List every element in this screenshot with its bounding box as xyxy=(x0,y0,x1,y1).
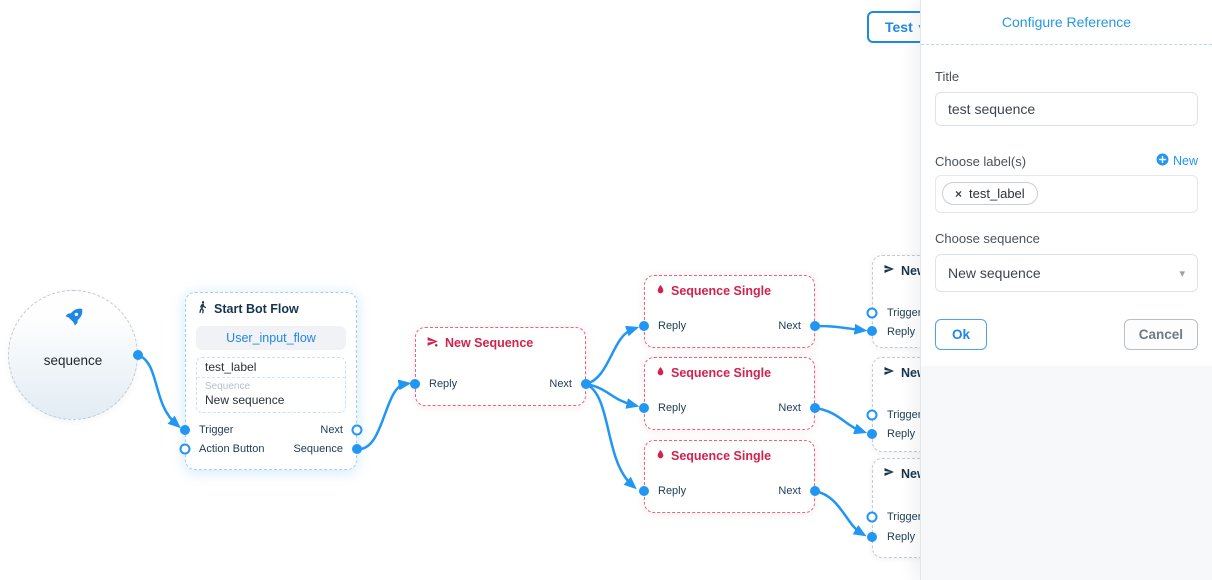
label-tag-text: test_label xyxy=(969,186,1025,201)
paper-plane-icon xyxy=(883,365,896,380)
node-title: New Sequence xyxy=(445,336,534,350)
port-trigger-label: Trigger xyxy=(887,307,922,319)
test-button-label: Test xyxy=(885,19,913,35)
labels-multiselect[interactable]: × test_label xyxy=(935,175,1198,213)
port-reply-label: Reply xyxy=(887,428,916,440)
edge-single2-to-right2 xyxy=(814,406,868,435)
sequence-select-value: New sequence xyxy=(948,265,1041,281)
cancel-button[interactable]: Cancel xyxy=(1123,319,1198,350)
droplet-icon xyxy=(655,283,666,299)
label-value: test_label xyxy=(197,358,345,378)
panel-title: Configure Reference xyxy=(921,0,1212,45)
title-input[interactable] xyxy=(935,92,1198,126)
new-link-label: New xyxy=(1172,154,1198,168)
port-reply-label: Reply xyxy=(887,326,916,338)
panel-background xyxy=(921,366,1212,580)
ok-button[interactable]: Ok xyxy=(935,319,988,350)
node-title: Start Bot Flow xyxy=(214,301,299,316)
port-trigger-label: Trigger xyxy=(199,424,234,436)
port-next-label: Next xyxy=(549,378,572,390)
port-trigger-label: Trigger xyxy=(887,511,922,523)
node-sequence-trigger[interactable]: sequence xyxy=(8,290,138,420)
flow-chip[interactable]: User_input_flow xyxy=(196,326,346,350)
port-next-label: Next xyxy=(778,402,801,414)
caret-down-icon: ▾ xyxy=(1179,267,1185,280)
sequence-field-label: Choose sequence xyxy=(935,231,1040,246)
droplet-icon xyxy=(655,365,666,381)
port-reply-label: Reply xyxy=(658,485,687,497)
node-start-bot-flow[interactable]: Start Bot Flow User_input_flow test_labe… xyxy=(185,292,357,470)
port-reply-label: Reply xyxy=(887,531,916,543)
remove-tag-icon[interactable]: × xyxy=(955,186,963,201)
node-title: Sequence Single xyxy=(671,284,772,298)
person-walking-icon xyxy=(196,300,209,317)
edge-sequence-to-reply xyxy=(356,379,412,451)
paper-plane-icon xyxy=(883,466,896,481)
plus-circle-icon xyxy=(1156,153,1169,169)
port-sequence-label: Sequence xyxy=(293,443,343,455)
node-sequence-single-1[interactable]: Sequence Single Reply Next xyxy=(644,275,815,348)
node-new-sequence[interactable]: New Sequence Reply Next xyxy=(415,327,586,406)
node-title: Sequence Single xyxy=(671,366,772,380)
sequence-select[interactable]: New sequence ▾ xyxy=(935,254,1198,292)
edge-next-to-single3 xyxy=(585,382,637,490)
node-sequence-single-3[interactable]: Sequence Single Reply Next xyxy=(644,440,815,513)
node-title: Sequence Single xyxy=(671,449,772,463)
edge-single1-to-right1 xyxy=(814,323,868,335)
port-next-label: Next xyxy=(778,485,801,497)
droplet-icon xyxy=(655,448,666,464)
title-field-label: Title xyxy=(935,69,960,84)
new-label-link[interactable]: New xyxy=(1156,153,1198,169)
port-next-label: Next xyxy=(320,424,343,436)
port-action-button-label: Action Button xyxy=(199,443,265,455)
sequence-value: New sequence xyxy=(205,393,285,407)
edge-circle-to-trigger xyxy=(137,353,181,429)
label-tag[interactable]: × test_label xyxy=(942,182,1038,205)
port-next-label: Next xyxy=(778,320,801,332)
node-label: sequence xyxy=(43,353,103,368)
configure-reference-panel: Configure Reference Title Choose label(s… xyxy=(920,0,1212,580)
node-sequence-single-2[interactable]: Sequence Single Reply Next xyxy=(644,357,815,430)
port-reply-label: Reply xyxy=(658,320,687,332)
edge-next-to-single2 xyxy=(585,382,640,409)
labels-field-label: Choose label(s) xyxy=(935,153,1027,169)
node-config-box[interactable]: test_label Sequence New sequence xyxy=(196,357,346,413)
sequence-caption: Sequence xyxy=(205,381,251,392)
edge-single3-to-right3 xyxy=(814,489,867,537)
port-reply-label: Reply xyxy=(429,378,458,390)
edge-next-to-single1 xyxy=(585,325,640,386)
send-sequence-icon xyxy=(426,335,440,351)
port-reply-label: Reply xyxy=(658,402,687,414)
panel-form: Title Choose label(s) New × test_label C… xyxy=(921,45,1212,366)
paper-plane-icon xyxy=(883,263,896,278)
port-trigger-label: Trigger xyxy=(887,409,922,421)
rocket-icon xyxy=(63,306,85,333)
